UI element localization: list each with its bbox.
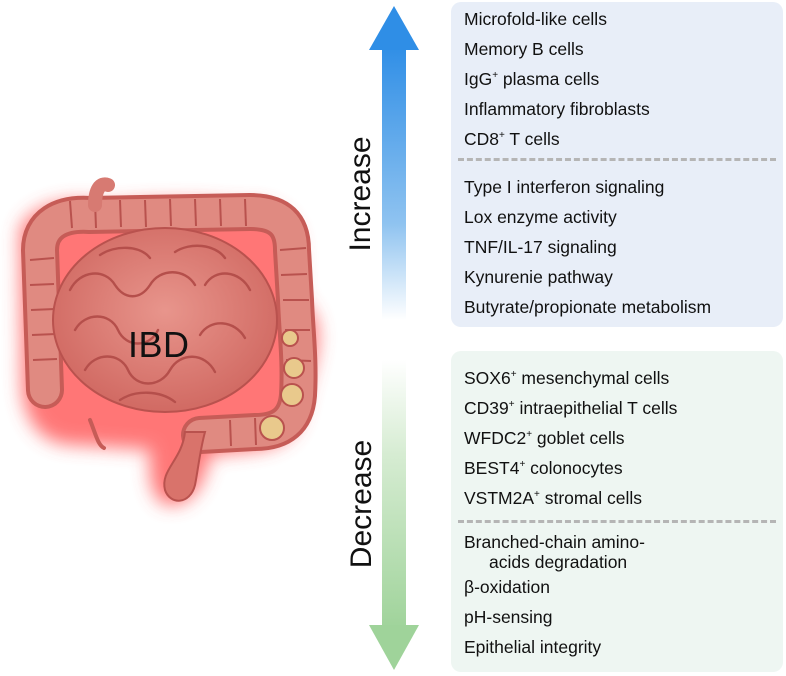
decrease-pathway-list: Branched-chain amino- acids degradation …	[464, 532, 645, 662]
decrease-label: Decrease	[345, 439, 378, 569]
list-item: SOX6+ mesenchymal cells	[464, 368, 670, 388]
increase-cell-list: Microfold-like cells Memory B cells IgG+…	[464, 4, 650, 154]
list-item: β-oxidation	[464, 577, 550, 597]
lesion-spots	[259, 329, 305, 441]
list-item: CD8+ T cells	[464, 129, 560, 149]
condition-label: IBD	[128, 324, 190, 365]
list-item: Kynurenie pathway	[464, 267, 613, 287]
list-item: Branched-chain amino- acids degradation	[464, 532, 645, 572]
list-item: VSTM2A+ stromal cells	[464, 488, 642, 508]
decrease-divider	[458, 520, 776, 523]
list-item: BEST4+ colonocytes	[464, 458, 623, 478]
decrease-panel	[451, 351, 783, 672]
list-item: IgG+ plasma cells	[464, 69, 600, 89]
increase-label: Increase	[344, 136, 377, 252]
decrease-cell-list: SOX6+ mesenchymal cells CD39+ intraepith…	[464, 363, 677, 513]
list-item: Memory B cells	[464, 39, 584, 59]
list-item: WFDC2+ goblet cells	[464, 428, 625, 448]
increase-divider	[458, 158, 776, 161]
increase-pathway-list: Type I interferon signaling Lox enzyme a…	[464, 172, 711, 322]
increase-arrow	[369, 6, 419, 320]
list-item: TNF/IL-17 signaling	[464, 237, 617, 257]
increase-panel	[451, 2, 783, 327]
list-item: pH-sensing	[464, 607, 553, 627]
list-item: Microfold-like cells	[464, 9, 607, 29]
list-item: Type I interferon signaling	[464, 177, 665, 197]
list-item: CD39+ intraepithelial T cells	[464, 398, 678, 418]
list-item: Epithelial integrity	[464, 637, 602, 657]
list-item: Inflammatory fibroblasts	[464, 99, 650, 119]
intestine-illustration	[20, 177, 318, 505]
list-item: Butyrate/propionate metabolism	[464, 297, 712, 317]
decrease-arrow	[369, 360, 419, 670]
list-item: Lox enzyme activity	[464, 207, 617, 227]
